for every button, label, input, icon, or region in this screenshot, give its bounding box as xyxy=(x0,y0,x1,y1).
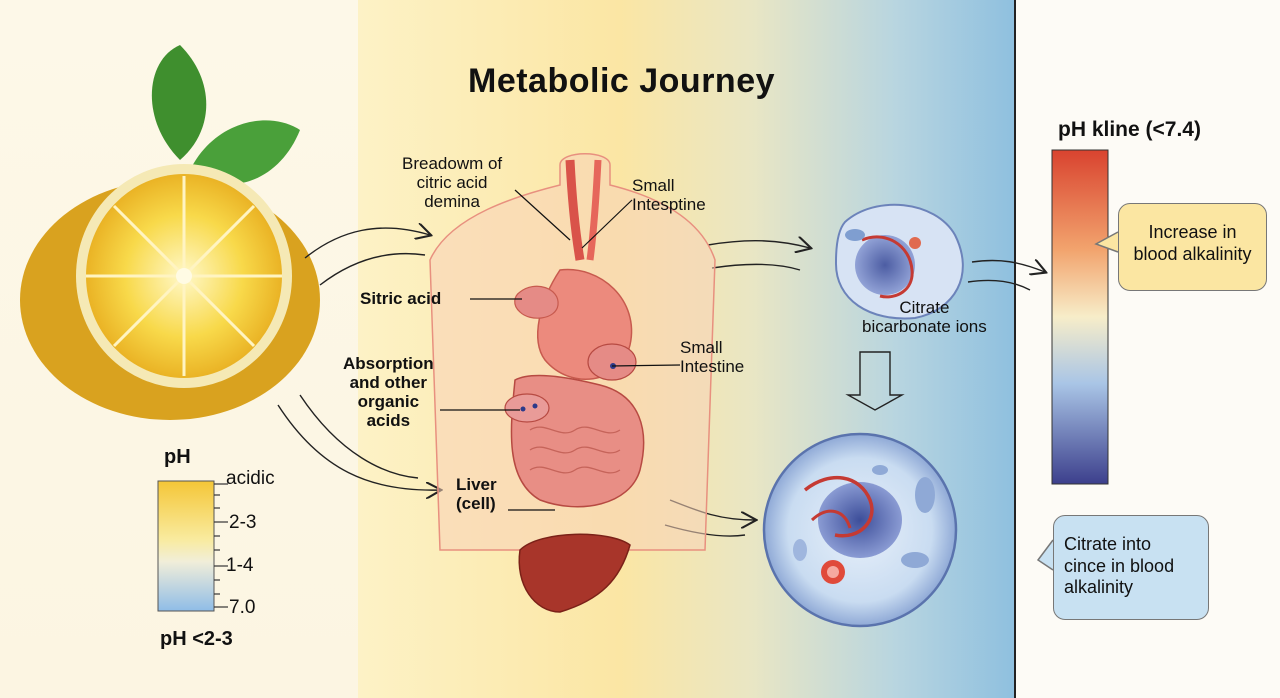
ph-tick-1-4: 1-4 xyxy=(226,555,254,576)
label-citrate: Citrate bicarbonate ions xyxy=(862,298,987,337)
panel-divider xyxy=(1014,0,1016,698)
label-absorption: Absorption and other organic acids xyxy=(343,354,434,431)
ph-kline-bar xyxy=(1051,149,1109,485)
label-breakdown: Breadowm of citric acid demina xyxy=(402,154,503,212)
ph-tick-7-0: 7.0 xyxy=(229,597,256,618)
body-illustration xyxy=(429,153,716,613)
ph-scale-heading: pH xyxy=(164,446,191,468)
ph-tick-acidic: acidic xyxy=(226,468,275,489)
callout-citrate-text: Citrate into cince in blood alkalinity xyxy=(1064,534,1175,598)
label-sitric-acid: Sitric acid xyxy=(360,289,442,308)
callout-citrate-into: Citrate into cince in blood alkalinity xyxy=(1053,515,1209,620)
label-small-intestine-top: Small Intesptine xyxy=(632,176,706,215)
liver-icon xyxy=(518,533,631,613)
absorption-blob-icon xyxy=(504,393,550,423)
ph-tick-2-3: 2-3 xyxy=(229,512,257,533)
ph-scale-footer: pH <2-3 xyxy=(160,628,233,650)
small-intestine-bulb-icon xyxy=(587,343,637,381)
callout-increase-alkalinity: Increase in blood alkalinity xyxy=(1118,203,1267,291)
large-cell-icon xyxy=(762,432,958,628)
label-small-intestine-mid: Small Intestine xyxy=(680,338,745,377)
label-liver: Liver (cell) xyxy=(456,475,497,514)
callout-increase-text: Increase in blood alkalinity xyxy=(1133,222,1252,264)
leader-lines xyxy=(440,189,681,511)
ph-scale xyxy=(157,480,228,612)
leaf-icon xyxy=(190,120,300,185)
sitric-acid-blob-icon xyxy=(514,285,559,319)
ph-kline-heading: pH kline (<7.4) xyxy=(1058,118,1201,141)
small-cell-icon xyxy=(834,203,964,320)
leaf-icon xyxy=(151,45,207,160)
page-title: Metabolic Journey xyxy=(468,62,776,100)
lemon-illustration xyxy=(20,45,320,420)
